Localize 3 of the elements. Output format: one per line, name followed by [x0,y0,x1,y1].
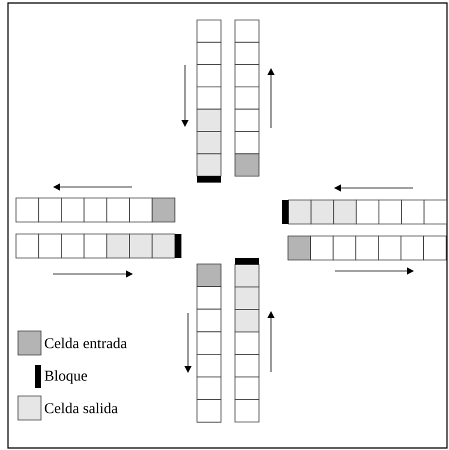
legend-label: Celda salida [44,402,118,414]
legend-label: Bloque [44,370,87,384]
legend-label: Celda entrada [44,338,127,348]
